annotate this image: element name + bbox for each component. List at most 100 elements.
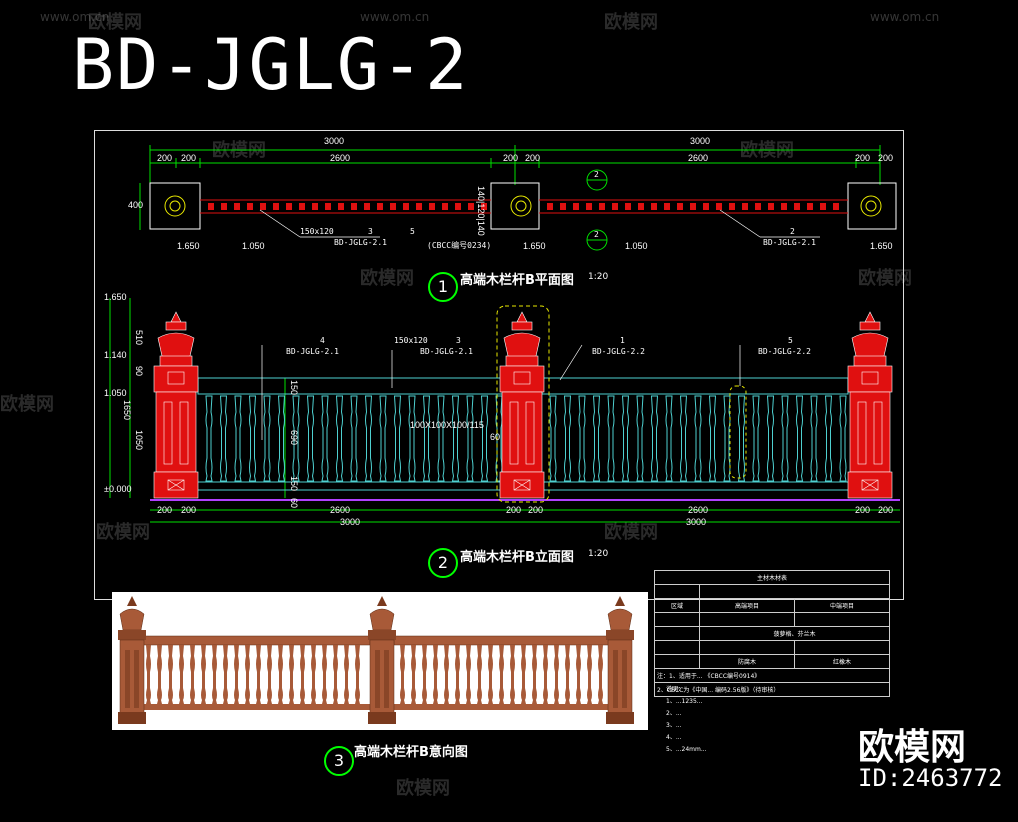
plan-baluster [455,203,461,210]
watermark-brand: 欧模网 [858,268,912,289]
spec-cell: 防腐木 [699,654,795,669]
render-handrail [393,635,615,646]
render-baluster [422,645,427,704]
spec-cell [699,640,795,655]
plan-baluster [820,203,826,210]
plan-baluster [807,203,813,210]
render-baluster [322,645,327,704]
plan-balusters [208,203,839,210]
elev-dim-part: 200 [528,505,544,515]
view-caption: 高端木栏杆B意向图 [354,745,468,760]
watermark-brand: 欧模网 [360,268,414,289]
elev-dim-part: 200 [157,505,173,515]
plan-rails [200,199,848,214]
plan-baluster [442,203,448,210]
baluster [665,395,673,482]
baluster [723,395,731,482]
render-baluster [576,645,581,704]
elev-posts [153,311,893,499]
plan-level: 1.050 [242,241,265,251]
baluster [277,395,286,482]
baluster [766,395,775,482]
render-baluster [521,645,526,704]
brand-id: ID:2463772 [858,764,1003,792]
render-baluster [234,645,239,704]
baluster [694,395,702,482]
plan-baluster [416,203,422,210]
spec-cell: 中端项目 [793,598,891,613]
plan-baluster [221,203,227,210]
notes-item: 3、... [666,722,682,729]
plan-baluster [403,203,409,210]
render-baluster [598,645,603,704]
elev-baluster-size: 100X100X100/115 [410,420,484,430]
intent-render [112,592,648,730]
spec-cell [654,612,700,627]
plan-baluster [429,203,435,210]
plan-callout-3-code: BD-JGLG-2.1 [763,238,816,247]
baluster [737,395,746,482]
render-baluster [212,645,217,704]
render-baluster [477,645,482,704]
baluster [795,395,804,482]
baluster [292,395,300,482]
render-baluster [333,645,338,704]
plan-dim-part: 200 [525,153,541,163]
plan-baluster [338,203,344,210]
baluster [364,395,373,482]
elev-callout-c-code: BD-JGLG-2.2 [592,347,645,356]
baluster [205,395,213,482]
plan-baluster [716,203,722,210]
baluster [810,395,818,482]
plan-baluster [690,203,696,210]
baluster [781,395,789,482]
plan-baluster [208,203,214,210]
detail-highlight [496,305,550,503]
plan-dim-part: 200 [181,153,197,163]
view-number-badge: 3 [324,746,354,776]
plan-baluster [364,203,370,210]
watermark-brand: 欧模网 [604,12,658,33]
render-baluster [488,645,493,704]
plan-baluster [625,203,631,210]
section-mark-bottom: 2 [594,230,599,239]
baluster [563,395,572,482]
elev-dim-part: 2600 [688,505,709,515]
elev-callout-b-ref: 3 [456,336,461,345]
baluster [335,395,344,482]
elev-level: 1.050 [104,388,127,398]
detail-highlight-baluster [729,385,747,479]
elev-dim-vert: 1050 [134,430,144,451]
section-marks [586,169,608,251]
baluster [708,395,717,482]
plan-baluster [468,203,474,210]
baluster [350,395,358,482]
plan-level: 1.050 [625,241,648,251]
elev-leaders [261,344,741,440]
baluster [752,395,760,482]
render-baluster [256,645,261,704]
elev-number-badge: 2 [428,548,458,578]
elev-callout-b-code: BD-JGLG-2.1 [420,347,473,356]
baluster [408,395,416,482]
spec-cell: 菠萝格、芬兰木 [699,626,890,641]
notes-item: 4、... [666,734,682,741]
plan-baluster [547,203,553,210]
render-baluster [466,645,471,704]
brand-watermark: 欧模网 [858,727,967,768]
plan-baluster [312,203,318,210]
plan-level: 1.650 [177,241,200,251]
baluster [592,395,601,482]
elev-dim-total-right: 3000 [686,517,707,527]
baluster [248,395,257,482]
plan-dim-part: 2600 [330,153,351,163]
baluster [219,395,228,482]
plan-dim-stack: 140|120|140 [476,186,486,236]
elev-dim-vert: 60 [289,498,299,509]
plan-baluster [390,203,396,210]
baluster [650,395,659,482]
baluster [263,395,271,482]
elev-callout-d-ref: 5 [788,336,793,345]
elev-level: 1.650 [104,292,127,302]
render-baluster [223,645,228,704]
